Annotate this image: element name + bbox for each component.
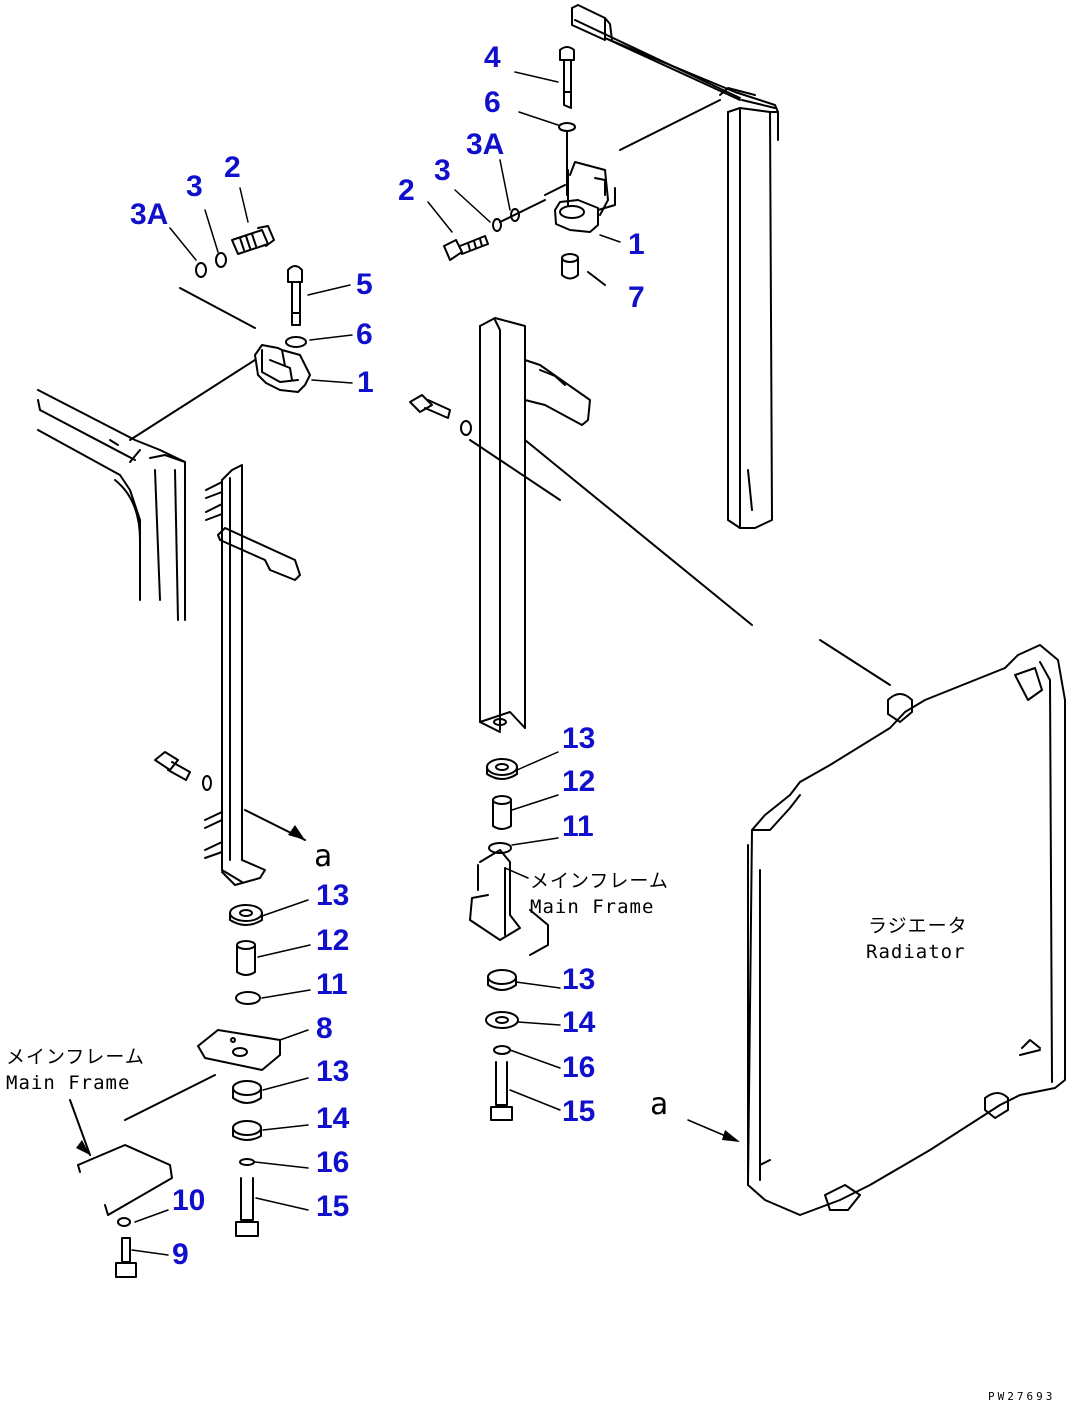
callout-4-right: 4 — [484, 41, 501, 74]
callout-7-right: 7 — [628, 281, 645, 314]
callout-13-left-upper: 13 — [316, 879, 350, 912]
callout-14-center: 14 — [562, 1006, 596, 1039]
callout-2-right: 2 — [398, 174, 415, 207]
callout-9-left: 9 — [172, 1238, 189, 1271]
callout-3-right: 3 — [434, 154, 451, 187]
left-bolt-2 — [195, 225, 275, 278]
callout-15-center: 15 — [562, 1095, 596, 1128]
bolt-4 — [558, 46, 576, 196]
left-vertical-stay — [204, 464, 306, 886]
radiator-outline — [747, 644, 1066, 1216]
callout-10-left: 10 — [172, 1184, 206, 1217]
upper-right-frame — [571, 4, 779, 529]
center-stay-bolt — [409, 394, 472, 436]
callout-16-left: 16 — [316, 1146, 350, 1179]
callout-5-left: 5 — [356, 268, 373, 301]
main-frame-jp-label-center: メインフレーム — [530, 870, 669, 892]
callout-11-left: 11 — [316, 968, 348, 1001]
callout-15-left: 15 — [316, 1190, 350, 1223]
callout-3a-left: 3A — [130, 198, 169, 231]
view-marker-right: a — [650, 1087, 670, 1122]
arrowheads — [76, 825, 740, 1155]
drawing-code: PW27693 — [988, 1390, 1056, 1403]
left-top-mount-bracket — [129, 287, 311, 441]
main-frame-en-label-center: Main Frame — [530, 896, 655, 918]
leader-lines — [131, 71, 736, 1256]
callout-13-center-lower: 13 — [562, 963, 596, 996]
callout-16-center: 16 — [562, 1051, 596, 1084]
callout-8-left: 8 — [316, 1012, 333, 1045]
left-stay-bolt — [154, 751, 212, 791]
callout-12-center: 12 — [562, 765, 596, 798]
callout-3-left: 3 — [186, 170, 203, 203]
callout-11-center: 11 — [562, 810, 594, 843]
view-marker-left: a — [314, 839, 334, 874]
callout-12-left: 12 — [316, 924, 350, 957]
left-mount-stack — [197, 904, 281, 1237]
callout-6-left: 6 — [356, 318, 373, 351]
callout-1-left: 1 — [357, 366, 374, 399]
callout-14-left: 14 — [316, 1102, 350, 1135]
right-top-mount-bracket — [544, 99, 721, 233]
radiator-jp-label: ラジエータ — [868, 915, 968, 937]
callout-2-left: 2 — [224, 151, 241, 184]
center-vertical-stay — [469, 317, 891, 733]
bolt-5 — [287, 265, 303, 326]
callout-6-right: 6 — [484, 86, 501, 119]
right-bolt-2 — [443, 199, 546, 261]
left-upper-frame — [37, 389, 186, 621]
radiator-en-label: Radiator — [866, 941, 966, 963]
left-main-frame — [69, 1074, 216, 1278]
callout-3a-right: 3A — [466, 128, 505, 161]
main-frame-jp-label-left: メインフレーム — [6, 1046, 145, 1068]
main-frame-en-label-left: Main Frame — [6, 1072, 131, 1094]
callout-13-left-lower: 13 — [316, 1055, 350, 1088]
callout-13-center-upper: 13 — [562, 722, 596, 755]
callout-1-right: 1 — [628, 228, 645, 261]
collar-7 — [561, 253, 606, 286]
center-mount-stack — [469, 758, 549, 1121]
